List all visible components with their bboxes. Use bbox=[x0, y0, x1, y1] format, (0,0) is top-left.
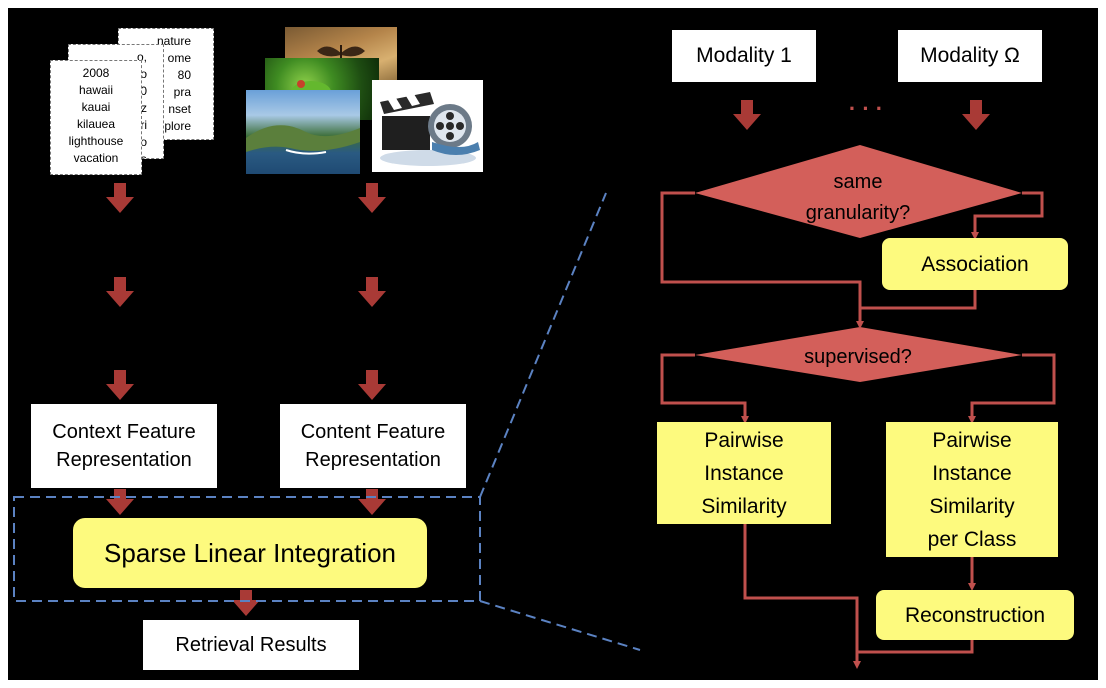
pairwise-similarity-per-class-label: Pairwise Instance Similarity per Class bbox=[927, 428, 1017, 551]
modality-omega-label: Modality Ω bbox=[920, 44, 1020, 67]
block-arrow-modality-omega bbox=[962, 100, 990, 130]
flow-lines bbox=[660, 191, 1056, 669]
association-out bbox=[860, 290, 977, 310]
content-feature-box: Content Feature Representation bbox=[280, 404, 466, 488]
block-arrow-image-4 bbox=[358, 489, 386, 515]
tag-document-front: 2008 hawaii kauai kilauea lighthouse vac… bbox=[50, 60, 142, 175]
tag-word: plore bbox=[164, 119, 191, 133]
reconstruction-label: Reconstruction bbox=[904, 603, 1046, 627]
supervised-diamond bbox=[695, 327, 1022, 382]
tag-word: hawaii bbox=[78, 83, 114, 97]
granularity-diamond bbox=[695, 145, 1022, 238]
integration-dashed-frame bbox=[13, 496, 481, 602]
block-arrow-text-1 bbox=[106, 183, 134, 213]
to-association bbox=[971, 191, 1044, 240]
retrieval-results-box: Retrieval Results bbox=[143, 620, 359, 670]
supervised-text: supervised? bbox=[804, 346, 912, 368]
pairwise-similarity-box: Pairwise Instance Similarity bbox=[657, 422, 831, 524]
tag-word: o, bbox=[136, 50, 147, 64]
modality-1-box: Modality 1 bbox=[672, 30, 816, 82]
coast-photo bbox=[246, 90, 360, 174]
sparse-linear-integration-label: Sparse Linear Integration bbox=[104, 537, 396, 568]
block-arrow-text-3 bbox=[106, 370, 134, 400]
reconstruction-out bbox=[857, 640, 974, 654]
block-arrow-text-2 bbox=[106, 277, 134, 307]
block-arrow-modality-1 bbox=[733, 100, 761, 130]
modality-omega-box: Modality Ω bbox=[898, 30, 1042, 82]
block-arrows bbox=[106, 100, 990, 616]
ellipsis-dots: · · · bbox=[849, 96, 883, 121]
sparse-linear-integration-box: Sparse Linear Integration bbox=[73, 518, 427, 588]
tag-word: 2008 bbox=[82, 66, 110, 80]
tag-word: nset bbox=[168, 102, 191, 116]
no-granularity-branch bbox=[660, 191, 864, 329]
tag-word: pra bbox=[173, 85, 191, 99]
zoom-line-top bbox=[479, 192, 607, 498]
pairwise-similarity-label: Pairwise Instance Similarity bbox=[701, 428, 787, 518]
tag-word: kauai bbox=[81, 100, 111, 114]
pairwise-similarity-per-class-box: Pairwise Instance Similarity per Class bbox=[886, 422, 1058, 557]
tag-word: nature bbox=[156, 34, 191, 48]
zoom-region bbox=[13, 192, 641, 651]
tag-word: ome bbox=[167, 51, 191, 65]
tag-word: 80 bbox=[177, 68, 191, 82]
modality-1-label: Modality 1 bbox=[696, 44, 792, 67]
pairwise-out bbox=[743, 524, 861, 669]
block-arrow-image-2 bbox=[358, 277, 386, 307]
block-arrow-image-3 bbox=[358, 370, 386, 400]
to-pairwise bbox=[660, 353, 749, 424]
film-reel-icon bbox=[380, 92, 480, 166]
tag-word: lighthouse bbox=[68, 134, 124, 148]
retrieval-results-label: Retrieval Results bbox=[175, 634, 327, 656]
association-box: Association bbox=[882, 238, 1068, 290]
zoom-line-bottom bbox=[479, 600, 641, 651]
tag-word: kilauea bbox=[76, 117, 116, 131]
block-arrow-image-1 bbox=[358, 183, 386, 213]
coast-icon bbox=[246, 125, 360, 155]
granularity-text-2: granularity? bbox=[806, 202, 911, 224]
context-feature-box: Context Feature Representation bbox=[31, 404, 217, 488]
granularity-text-1: same bbox=[834, 171, 883, 193]
tag-word: o bbox=[140, 135, 147, 149]
to-pairwise-class bbox=[968, 353, 1056, 424]
block-arrow-text-4 bbox=[106, 489, 134, 515]
block-arrow-results bbox=[232, 590, 260, 616]
reconstruction-box: Reconstruction bbox=[876, 590, 1074, 640]
context-feature-label: Context Feature Representation bbox=[52, 421, 196, 471]
content-feature-label: Content Feature Representation bbox=[300, 421, 446, 471]
film-clapper-icon bbox=[372, 80, 483, 172]
association-label: Association bbox=[921, 252, 1029, 276]
tag-word: vacation bbox=[73, 151, 119, 165]
